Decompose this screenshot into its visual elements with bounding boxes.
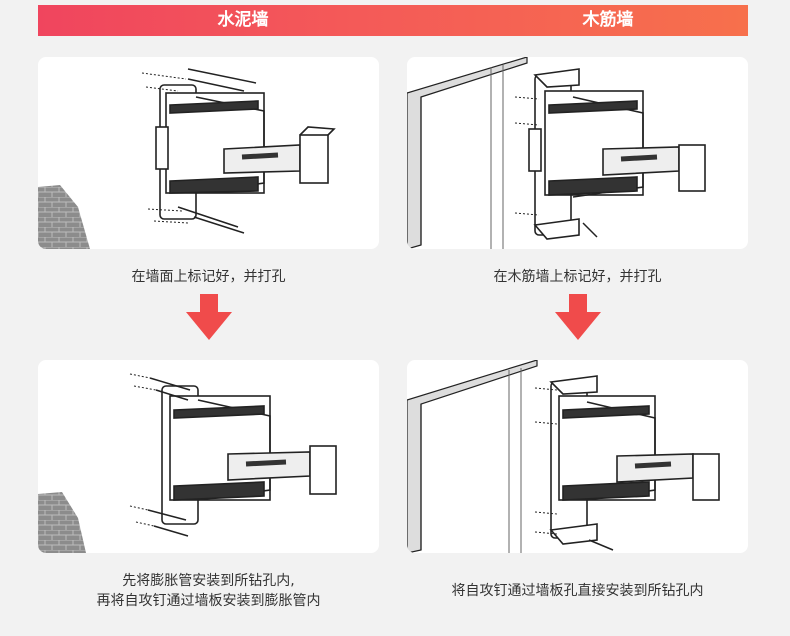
concrete-step1-caption: 在墙面上标记好，并打孔 bbox=[131, 269, 286, 285]
wood-step1-caption: 在木筋墙上标记好，并打孔 bbox=[493, 269, 662, 285]
wall-mount-drawing bbox=[38, 373, 337, 553]
concrete-step2-line2: 再将自攻钉通过墙板安装到膨胀管内 bbox=[96, 593, 321, 609]
wall-mount-drawing bbox=[407, 360, 720, 553]
wall-mount-drawing bbox=[38, 68, 336, 249]
concrete-mark-illustration bbox=[38, 57, 379, 249]
wood-stud-wall-title: 木筋墙 bbox=[582, 10, 634, 30]
concrete-wall-title: 水泥墙 bbox=[217, 10, 269, 30]
down-arrow-icon bbox=[555, 294, 601, 340]
concrete-step2-line1: 先将膨胀管安装到所钻孔内, bbox=[122, 573, 295, 589]
wood-step2-caption: 将自攻钉通过墙板孔直接安装到所钻孔内 bbox=[451, 583, 704, 599]
down-arrow-icon bbox=[186, 294, 232, 340]
wood-mark-illustration bbox=[407, 57, 748, 249]
concrete-install-illustration bbox=[38, 360, 379, 553]
concrete-step2-caption: 先将膨胀管安装到所钻孔内, 再将自攻钉通过墙板安装到膨胀管内 bbox=[38, 571, 379, 611]
wood-install-illustration bbox=[407, 360, 748, 553]
header-bar: 水泥墙 木筋墙 bbox=[38, 5, 748, 36]
wall-mount-drawing bbox=[407, 57, 706, 249]
